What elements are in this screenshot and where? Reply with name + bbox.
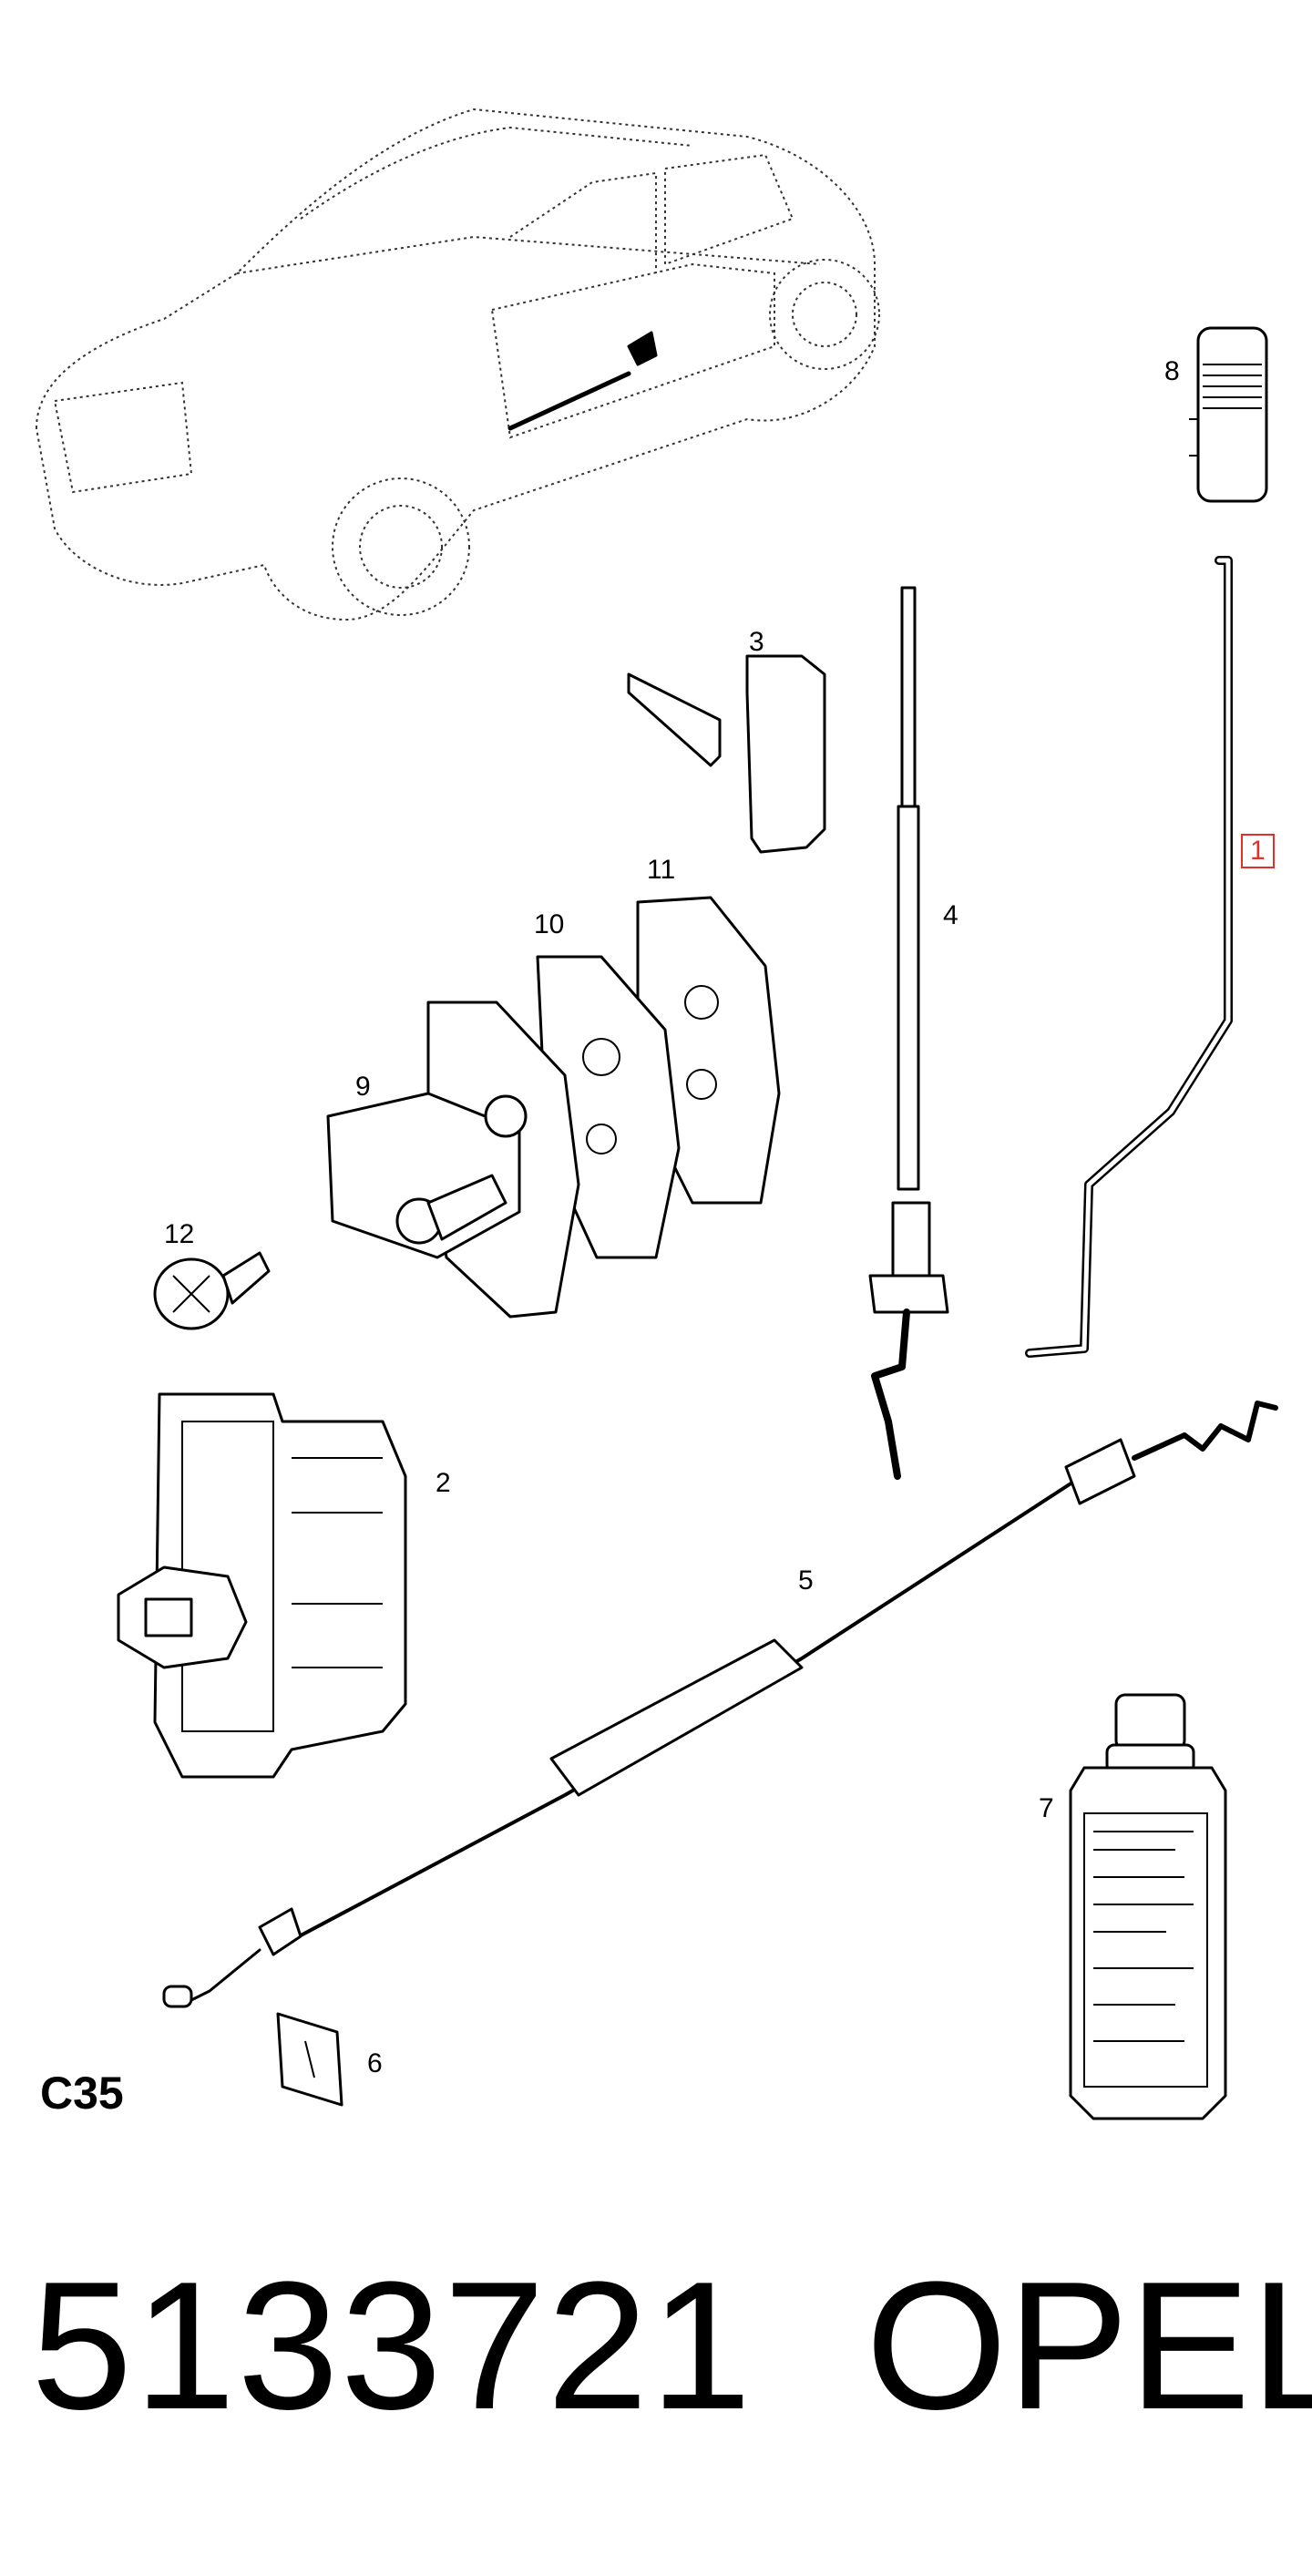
part-1-rod xyxy=(1025,556,1233,1358)
diagram-reference-code: C35 xyxy=(40,2068,124,2119)
callout-7: 7 xyxy=(1039,1793,1054,1823)
part-9-hinge xyxy=(326,1001,580,1319)
part-8-clip xyxy=(1189,326,1268,503)
callout-11: 11 xyxy=(647,855,676,885)
callout-8: 8 xyxy=(1164,356,1180,386)
callout-9: 9 xyxy=(355,1072,371,1102)
callout-5: 5 xyxy=(798,1565,814,1596)
part-5-cable xyxy=(162,1401,1278,2008)
callout-10: 10 xyxy=(534,909,565,939)
part-3-wedge xyxy=(627,654,826,854)
callout-12: 12 xyxy=(164,1219,195,1249)
callout-2: 2 xyxy=(436,1468,451,1498)
part-6-clip xyxy=(276,2012,343,2107)
callout-1: 1 xyxy=(1241,834,1275,868)
part-number: 5133721 xyxy=(31,2244,753,2448)
part-7-bottle xyxy=(1069,1693,1227,2120)
part-4-rod xyxy=(868,586,949,1480)
brand-name: OPEL xyxy=(866,2244,1312,2448)
callout-6: 6 xyxy=(367,2048,383,2078)
part-2-lock xyxy=(117,1392,407,1779)
part-12-screw xyxy=(153,1251,271,1330)
callout-3: 3 xyxy=(749,627,764,657)
car-illustration xyxy=(35,108,880,621)
callout-4: 4 xyxy=(943,900,958,930)
